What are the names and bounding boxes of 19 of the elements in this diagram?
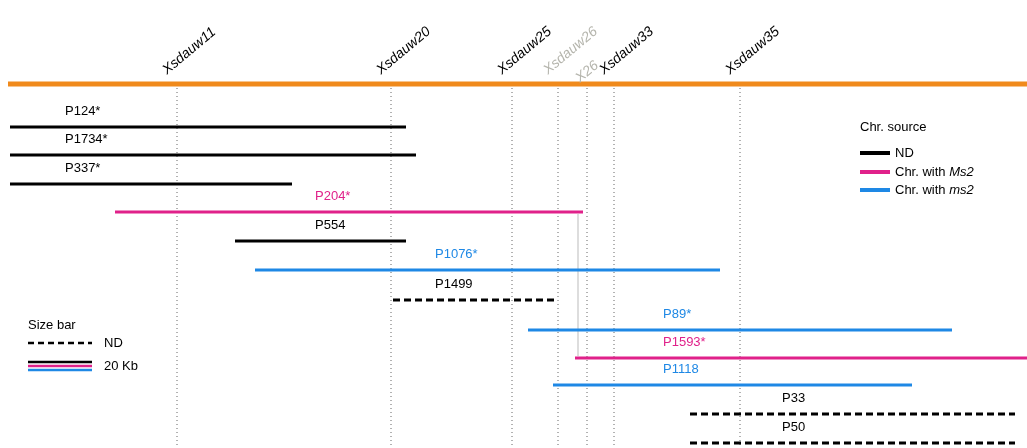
clone-label: P1076* bbox=[435, 246, 478, 261]
legend-label: ND bbox=[104, 335, 123, 350]
clone-label: P124* bbox=[65, 103, 101, 118]
legend-label: Chr. with ms2 bbox=[895, 182, 974, 197]
legend-label: ND bbox=[895, 145, 914, 160]
legend-label: 20 Kb bbox=[104, 358, 138, 373]
clone-label: P89* bbox=[663, 306, 692, 321]
clone-label: P1118 bbox=[663, 361, 699, 376]
clone-label: P1593* bbox=[663, 334, 706, 349]
clone-label: P1499 bbox=[435, 276, 473, 291]
clone-label: P1734* bbox=[65, 131, 108, 146]
clone-label: P337* bbox=[65, 160, 101, 175]
clone-label: P204* bbox=[315, 188, 351, 203]
legend-label: Chr. with Ms2 bbox=[895, 164, 974, 179]
clone-label: P554 bbox=[315, 217, 346, 232]
legend-title: Chr. source bbox=[860, 119, 927, 134]
clone-label: P50 bbox=[782, 419, 806, 434]
clone-label: P33 bbox=[782, 390, 806, 405]
legend-title: Size bar bbox=[28, 317, 76, 332]
